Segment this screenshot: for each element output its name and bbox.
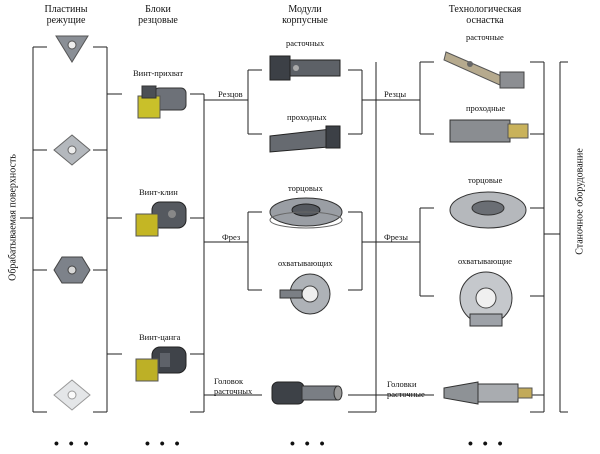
tooling-boring-head-image xyxy=(443,381,533,405)
module-boring-label: расточных xyxy=(286,38,325,48)
tooling-shell-image xyxy=(459,271,513,327)
tooling-ellipsis: • • • xyxy=(468,435,506,451)
modules-group-mills-label: Фрез xyxy=(222,232,241,242)
module-turning-image xyxy=(269,125,341,153)
tooling-group-cutters-label: Резцы xyxy=(384,89,407,99)
tooling-boring-label: расточные xyxy=(466,32,504,42)
tooling-turning-image xyxy=(449,119,529,143)
block-wedge-label: Винт-клин xyxy=(139,187,178,197)
left-side-label: Обрабатываемая поверхность xyxy=(7,154,19,281)
insert-square-image xyxy=(53,134,91,166)
block-clamp-image xyxy=(137,85,187,119)
modules-group-cutters-label: Резцов xyxy=(218,89,243,99)
insert-hexagon-image xyxy=(53,256,91,284)
module-boring-head-image xyxy=(271,381,343,405)
module-turning-label: проходных xyxy=(287,112,327,122)
tooling-shell-label: охватывающие xyxy=(458,256,513,266)
tooling-boring-image xyxy=(443,51,525,89)
tooling-face-image xyxy=(449,191,527,229)
module-shell-image xyxy=(279,273,331,315)
tooling-face-label: торцовые xyxy=(468,175,503,185)
block-clamp-label: Винт-прихват xyxy=(133,68,184,78)
tooling-group-mills-label: Фрезы xyxy=(384,232,408,242)
modules-ellipsis: • • • xyxy=(290,435,328,451)
insert-light-square-image xyxy=(53,379,91,411)
block-collet-image xyxy=(135,346,187,382)
block-collet-label: Винт-цанга xyxy=(139,332,181,342)
module-face-image xyxy=(269,197,343,229)
tooling-turning-label: проходные xyxy=(466,103,506,113)
insert-trigon-image xyxy=(55,35,89,63)
block-wedge-image xyxy=(135,201,187,237)
module-shell-label: охватывающих xyxy=(278,258,333,268)
module-boring-image xyxy=(269,55,341,81)
inserts-ellipsis: • • • xyxy=(54,435,92,451)
right-side-label: Станочное оборудование xyxy=(574,148,586,255)
module-face-label: торцовых xyxy=(288,183,323,193)
blocks-ellipsis: • • • xyxy=(145,435,183,451)
